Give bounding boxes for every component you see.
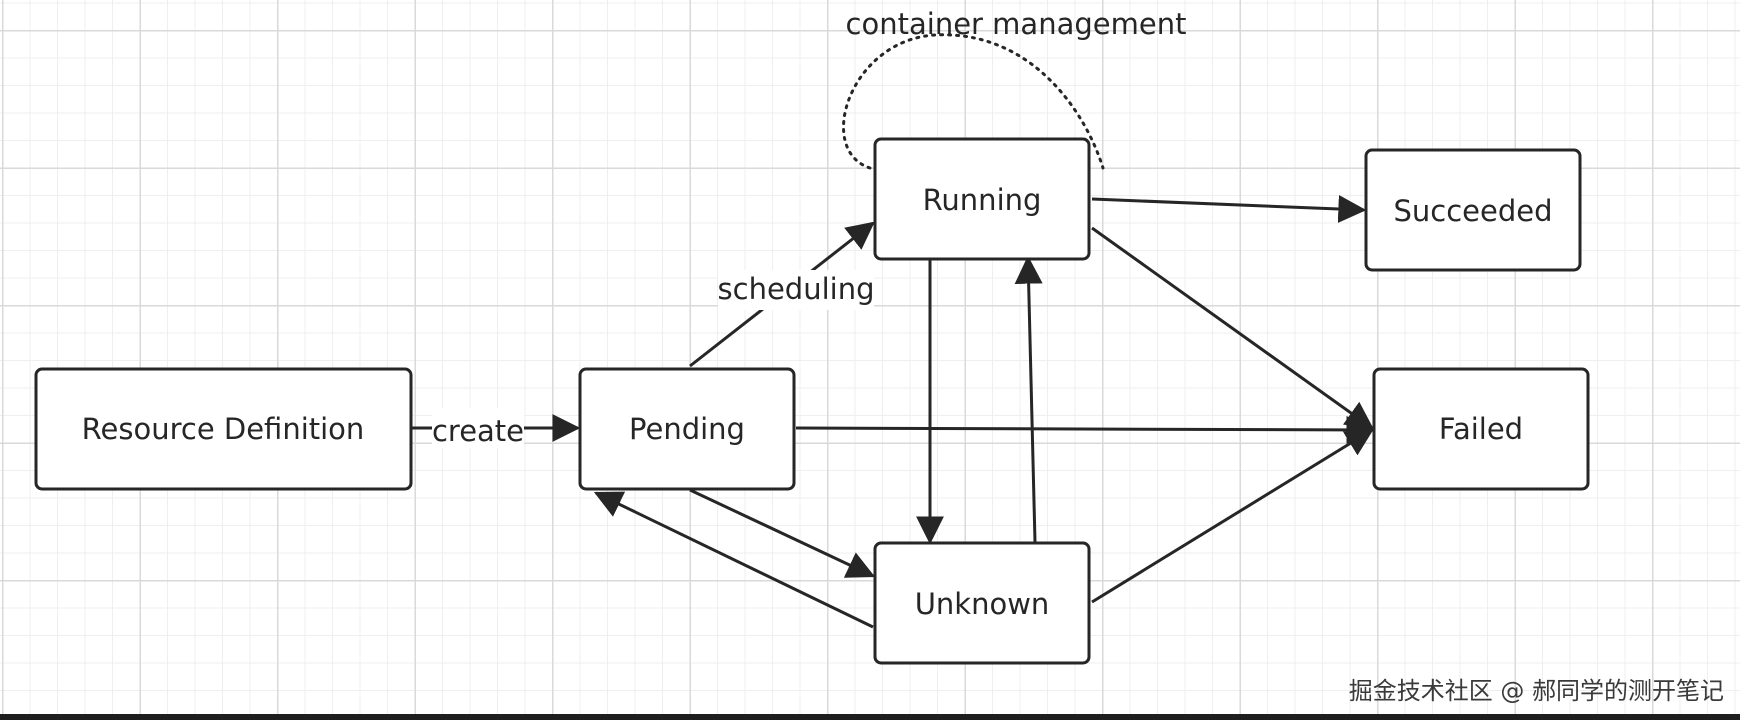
create-label: create (432, 414, 524, 448)
watermark: 掘金技术社区 @ 郝同学的测开笔记 (1348, 677, 1724, 705)
node-failed: Failed (1372, 367, 1590, 491)
edge-pending-to-failed (795, 415, 1375, 444)
node-succeeded: Succeeded (1364, 148, 1582, 272)
scheduling-label: scheduling (718, 272, 875, 306)
node-running-label: Running (923, 183, 1042, 217)
node-resource-definition-label: Resource Definition (82, 412, 365, 446)
container-management-label: container management (846, 7, 1187, 41)
edge-unknown-to-pending (593, 491, 874, 629)
bottom-bar (0, 714, 1740, 720)
node-failed-label: Failed (1439, 412, 1523, 446)
edge-running-to-succeeded (1091, 194, 1367, 223)
edge-running-to-failed (1091, 226, 1374, 430)
node-resource-definition: Resource Definition (34, 367, 413, 491)
edge-unknown-to-running (1014, 255, 1043, 543)
node-unknown: Unknown (873, 541, 1091, 665)
edge-pending-to-unknown (689, 488, 876, 578)
node-running: Running (873, 137, 1091, 261)
edge-unknown-to-failed (1091, 428, 1374, 604)
node-succeeded-label: Succeeded (1393, 194, 1552, 228)
node-pending: Pending (578, 367, 796, 491)
node-unknown-label: Unknown (915, 587, 1050, 621)
container-management-loop (842, 33, 1105, 170)
node-pending-label: Pending (629, 412, 745, 446)
